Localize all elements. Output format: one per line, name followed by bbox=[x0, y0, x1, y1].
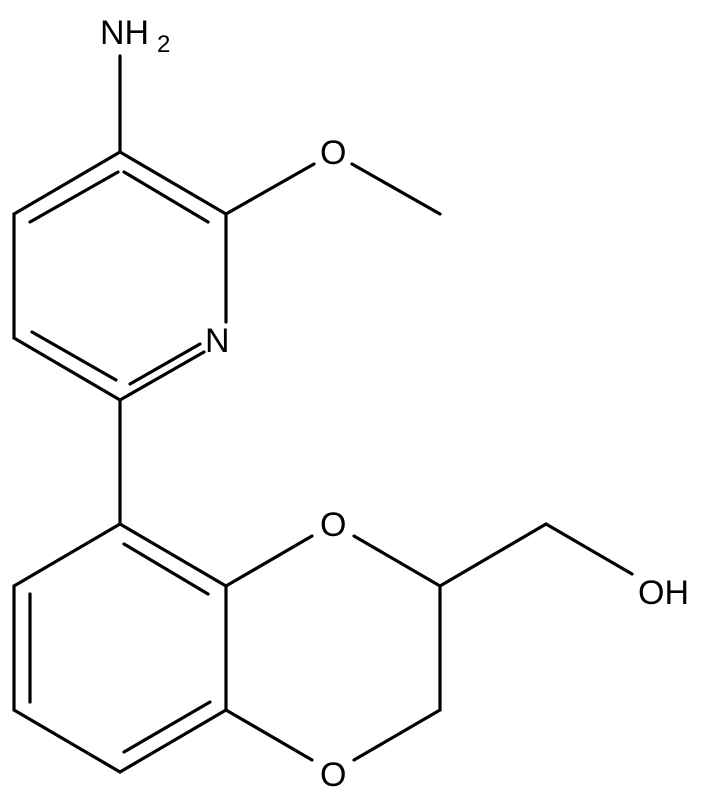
bond-b4-b5-inner bbox=[122, 700, 212, 754]
bond-c2-c3-inner bbox=[122, 170, 210, 224]
bond-ch2-oh bbox=[544, 522, 634, 576]
dioxane-ring bbox=[224, 534, 442, 762]
bond-b6-o1 bbox=[224, 534, 314, 588]
bond-b1-b2 bbox=[12, 522, 122, 588]
bond-c6-n-inner bbox=[128, 342, 202, 386]
bond-b6-b1-inner bbox=[122, 542, 210, 596]
bond-o1-c2 bbox=[352, 534, 442, 588]
benzene-ring bbox=[12, 522, 228, 774]
bond-b3-b4 bbox=[12, 708, 122, 774]
pyridine-nitrogen-label: N bbox=[205, 322, 230, 360]
bond-c3-c4-inner bbox=[28, 170, 120, 224]
dioxane-oxygen-bottom-label: O bbox=[320, 756, 346, 794]
bond-c2-c3 bbox=[118, 150, 228, 216]
amine-subscript: 2 bbox=[157, 31, 170, 58]
amine-label: NH bbox=[100, 14, 149, 52]
methoxy-oxygen-label: O bbox=[320, 134, 346, 172]
pyridine-ring bbox=[12, 150, 228, 402]
bond-c5-c6-inner bbox=[30, 330, 118, 382]
bond-c2-ch2 bbox=[438, 522, 548, 588]
bond-c2-o-methoxy bbox=[224, 162, 316, 216]
bond-o4-b5 bbox=[224, 708, 314, 762]
bond-c3-o4 bbox=[352, 708, 442, 762]
dioxane-oxygen-top-label: O bbox=[320, 506, 346, 544]
bond-o-ch3 bbox=[350, 162, 442, 216]
bond-c5-c6 bbox=[12, 336, 122, 402]
hydroxyl-label: OH bbox=[638, 574, 689, 612]
bond-b6-b1 bbox=[118, 522, 228, 588]
bond-b4-b5 bbox=[118, 708, 228, 774]
bond-c3-c4 bbox=[12, 150, 122, 216]
bond-c6-n bbox=[118, 350, 206, 402]
